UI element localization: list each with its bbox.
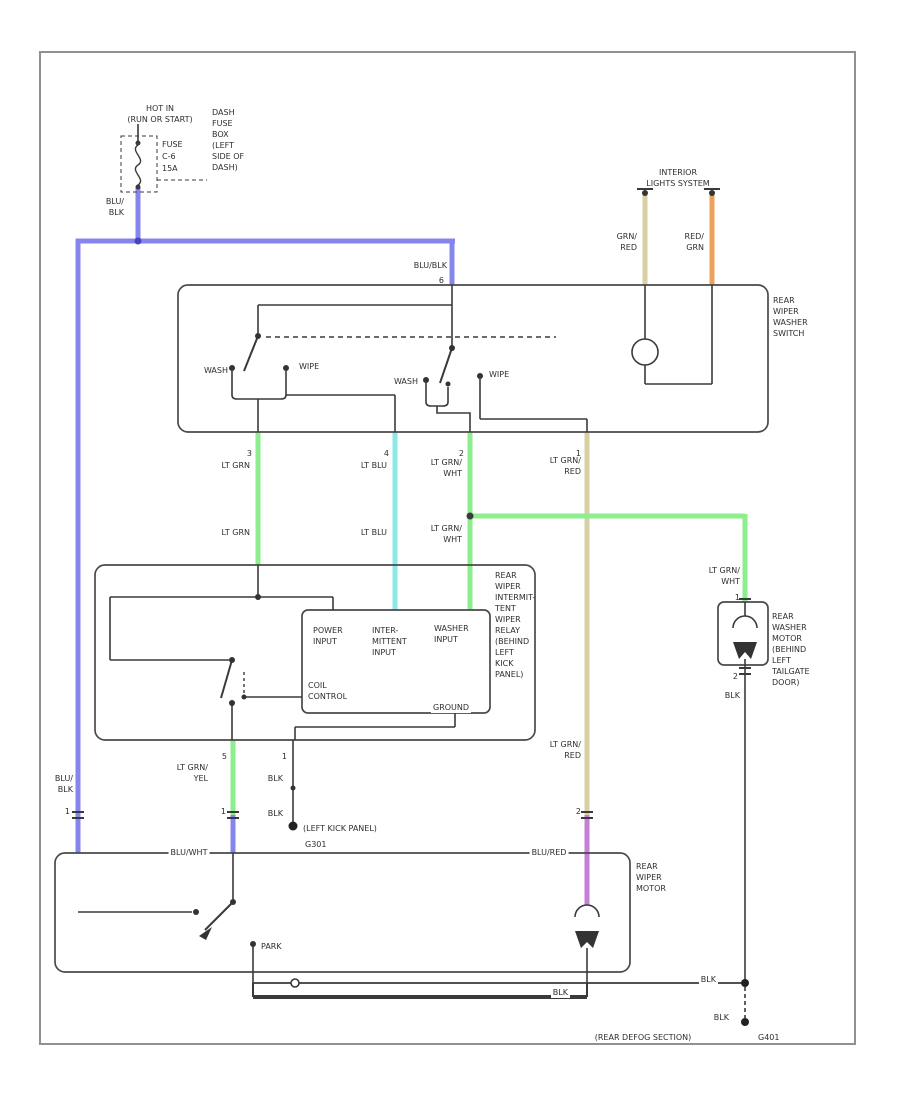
wire-lt-grn-wht-c: LT GRN/ WHT: [708, 566, 740, 586]
interior-lights-connector: [637, 188, 720, 196]
fuse-terminal-top: [135, 140, 141, 146]
ground-id-g401: G401: [756, 1032, 782, 1043]
relay-internals: [109, 565, 456, 740]
pos-wipe-1: WIPE: [299, 362, 320, 371]
pin-3: 3: [246, 449, 252, 458]
wire-blk-bot2: BLK: [698, 974, 718, 985]
wire-red-grn: RED/ GRN: [684, 232, 704, 252]
wire-lt-grn-a: LT GRN: [221, 461, 250, 470]
ground-left-kick-panel: [288, 821, 298, 831]
switch-internals: [231, 285, 713, 432]
relay-label: REAR WIPER INTERMIT- TENT WIPER RELAY (B…: [495, 571, 536, 679]
rear-wiper-washer-switch-box: [177, 284, 769, 433]
wire-blu-wht: BLU/WHT: [168, 847, 210, 858]
park-switch-arrow: [199, 927, 212, 940]
fusebox-label: DASH FUSE BOX (LEFT SIDE OF DASH): [212, 108, 245, 172]
wire-blu-blk-3: BLU/ BLK: [54, 774, 73, 794]
pos-wash-2: WASH: [393, 377, 418, 386]
wire-blk-bot1: BLK: [550, 987, 570, 998]
page-border: [39, 51, 856, 1045]
pin-4: 4: [383, 449, 389, 458]
wire-lt-blu-b: LT BLU: [360, 528, 387, 537]
wire-lt-grn-red-a: LT GRN/ RED: [549, 456, 581, 476]
wiper-motor-label: REAR WIPER MOTOR: [636, 862, 666, 893]
pin-5: 5: [221, 752, 227, 761]
pos-wash-1: WASH: [203, 366, 228, 375]
wiper-motor-symbol: [575, 931, 599, 948]
wire-lt-grn-wht-b: LT GRN/ WHT: [430, 524, 462, 544]
rear-wiper-motor-box: [54, 852, 631, 973]
wire-lt-grn-b: LT GRN: [221, 528, 250, 537]
pin-left-1: 1: [64, 807, 70, 816]
wire-lt-grn-wht-a: LT GRN/ WHT: [430, 458, 462, 478]
ground-kick-panel: (LEFT KICK PANEL): [303, 824, 377, 833]
ground-bus-connector: [290, 978, 300, 988]
fuse-terminal-bottom: [135, 184, 141, 190]
ground-id-g301: G301: [305, 840, 327, 849]
section-ref: (REAR DEFOG SECTION): [592, 1032, 694, 1043]
relay-intermittent-input: INTER- MITTENT INPUT: [372, 626, 407, 657]
pin-washer-2: 2: [732, 672, 738, 681]
wire-blk-washer: BLK: [724, 691, 740, 700]
pin-6: 6: [438, 276, 444, 285]
wire-blu-blk-1: BLU/ BLK: [105, 197, 124, 217]
wire-blk-1: BLK: [267, 774, 283, 783]
wire-greens: [230, 432, 748, 815]
wiper-motor-internals: [78, 853, 600, 983]
pin-mid-1: 1: [220, 807, 226, 816]
blk-splice: [290, 785, 296, 791]
relay-dots: [229, 594, 261, 706]
switch-label: REAR WIPER WASHER SWITCH: [773, 296, 808, 338]
relay-power-input: POWER INPUT: [313, 626, 343, 646]
relay-inner-box: [301, 609, 491, 714]
wire-grn-red: GRN/ RED: [616, 232, 637, 252]
wire-interior-lights: [642, 195, 715, 285]
relay-outer-box: [94, 564, 536, 741]
hot-line2: (RUN OR START): [127, 115, 193, 124]
fuse-symbol: [120, 124, 207, 193]
relay-coil-control: COIL CONTROL: [308, 681, 348, 701]
wire-lt-grn-yel: LT GRN/ YEL: [176, 763, 208, 783]
ground-rear: [741, 1018, 749, 1026]
wire-blk-bot3: BLK: [711, 1012, 731, 1023]
pos-wipe-2: WIPE: [489, 370, 510, 379]
wire-blu-blk-2: BLU/BLK: [413, 261, 447, 270]
washer-motor-symbol: [732, 602, 758, 665]
junction-washer-branch: [466, 512, 474, 520]
switch-contact-dots: [229, 333, 483, 387]
wire-lt-blu-a: LT BLU: [360, 461, 387, 470]
junction-fuse-feed: [134, 237, 142, 245]
pos-park: PARK: [261, 942, 282, 951]
wire-blu-red: BLU/RED: [529, 847, 569, 858]
hot-line1: HOT IN: [145, 104, 175, 113]
pin-2: 2: [458, 449, 464, 458]
fuse-label: FUSE C-6 15A: [162, 140, 183, 173]
rear-washer-motor-box: [717, 601, 769, 666]
relay-washer-input: WASHER INPUT: [434, 624, 469, 644]
wire-blk-2: BLK: [267, 809, 283, 818]
ground-bus: [252, 982, 746, 1018]
pin-1: 1: [575, 449, 581, 458]
pin-relay-blk: 1: [281, 752, 287, 761]
wiper-motor-dots: [193, 899, 256, 947]
interior-lights: INTERIOR LIGHTS SYSTEM: [646, 168, 710, 188]
junction-ground: [741, 979, 749, 987]
pin-washer-1: 1: [734, 593, 740, 602]
washer-motor-label: REAR WASHER MOTOR (BEHIND LEFT TAILGATE …: [772, 612, 810, 687]
pin-violet-2: 2: [575, 807, 581, 816]
relay-ground: GROUND: [431, 702, 472, 713]
wire-lt-grn-red-b: LT GRN/ RED: [549, 740, 581, 760]
